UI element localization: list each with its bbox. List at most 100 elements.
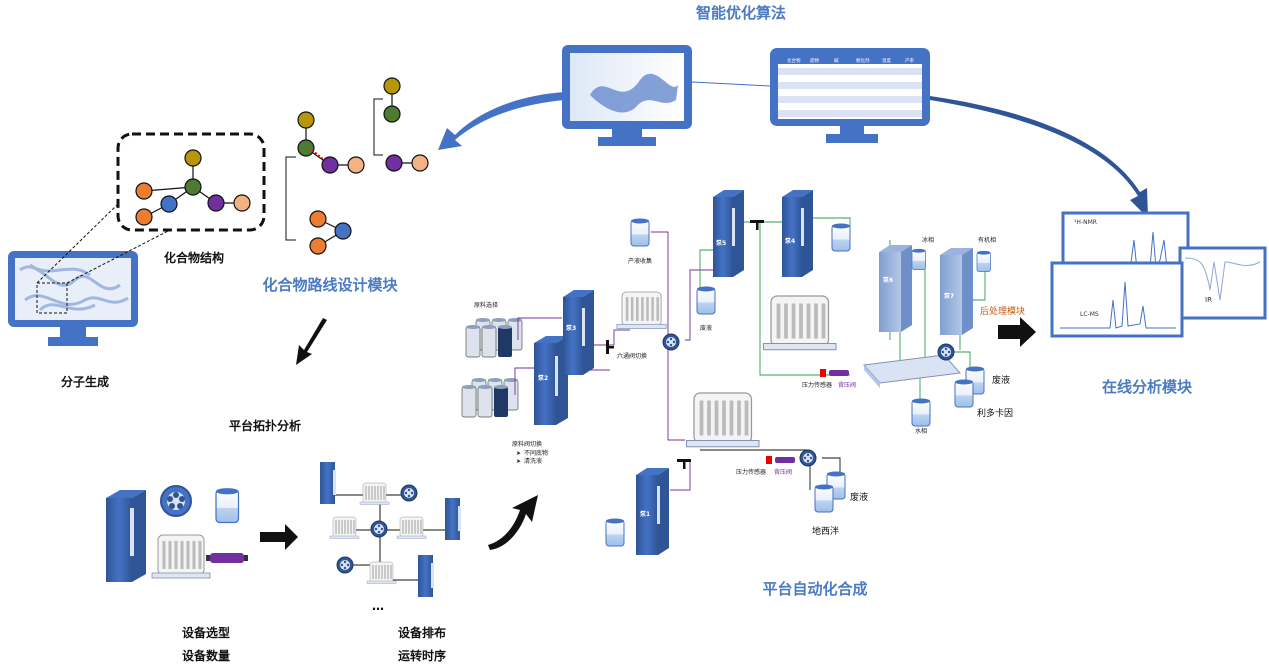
layout-pump-3 — [418, 555, 434, 597]
t-junction-1 — [750, 220, 764, 230]
pump-2: 泵2 — [534, 336, 568, 425]
layout-pump-1 — [320, 462, 336, 504]
lcms-label: LC-MS — [1080, 311, 1099, 318]
back-pressure-icon-selection — [206, 553, 248, 563]
synthesis-title: 平台自动化合成 — [762, 580, 867, 598]
six-way-valve-label: 六通阀切换 — [617, 352, 647, 360]
raw-material-bottles-1 — [465, 318, 523, 358]
vial-pump4-feed — [831, 223, 851, 252]
pump-5-label: 泵5 — [716, 239, 726, 247]
zoom-line-1 — [36, 203, 119, 284]
layout-valve-1 — [400, 484, 418, 502]
spectrum-lcms: LC-MS — [1050, 261, 1184, 338]
valve-six-way — [662, 333, 680, 351]
route-design-title: 化合物路线设计模块 — [262, 276, 398, 294]
optimization-monitor-table: 化合物 底物 碱 催化剂 温度 产率 — [770, 48, 930, 143]
t-junction-3 — [677, 459, 691, 469]
online-analysis-title: 在线分析模块 — [1102, 378, 1193, 396]
waste-liquid-label-1: 废液 — [992, 374, 1010, 386]
table-header-4: 催化剂 — [856, 57, 870, 64]
pump-7-label: 泵7 — [944, 292, 954, 300]
valve-separator — [937, 343, 955, 361]
back-pressure-label-2: 背压阀 — [774, 468, 792, 476]
switch-title: 原料阀切换 — [512, 440, 542, 448]
pump-icon-selection — [106, 490, 146, 582]
pump-7: 泵7 — [940, 248, 973, 335]
back-pressure-label-1: 背压阀 — [838, 381, 856, 389]
topology-title: 平台拓扑分析 — [229, 418, 301, 433]
compound-structure-label: 化合物结构 — [164, 250, 224, 265]
monitor-connector — [691, 81, 771, 87]
vial-waste-small — [696, 286, 716, 315]
zoom-line-2 — [66, 229, 171, 284]
raw-materials-label: 原料选择 — [474, 301, 498, 309]
waste-small-label: 废液 — [700, 324, 712, 332]
optimization-title: 智能优化算法 — [696, 4, 786, 22]
layout-reactor-3 — [396, 516, 427, 540]
vial-icon-selection — [215, 487, 240, 524]
switch-item-1: 不同底物 — [524, 449, 548, 457]
switch-item-2: 清洗液 — [524, 457, 542, 465]
device-count-label: 设备数量 — [182, 648, 230, 663]
device-selection-label: 设备选型 — [182, 625, 230, 640]
pump-3: 泵3 — [563, 290, 594, 375]
pump-5: 泵5 — [713, 190, 744, 277]
arrow-to-online-analysis — [930, 96, 1148, 218]
table-header-5: 温度 — [882, 57, 891, 64]
valve-icon-selection — [160, 485, 192, 517]
pump-6: 泵6 — [879, 245, 912, 332]
pump-2-label: 泵2 — [538, 374, 548, 382]
pump-4-label: 泵4 — [785, 237, 795, 245]
arrow-selection-to-layout — [260, 524, 298, 550]
timing-label: 运转时序 — [398, 648, 446, 663]
reactor-icon-selection — [150, 533, 212, 580]
back-pressure-valve-1 — [829, 370, 849, 376]
vial-lidocaine — [954, 379, 974, 408]
optimization-monitor-surface — [562, 45, 692, 146]
organic-phase-label: 有机相 — [978, 236, 996, 244]
route-fragment-2 — [383, 77, 429, 172]
water-phase-label: 水相 — [915, 427, 927, 435]
reactor-lower — [684, 391, 761, 449]
back-pressure-valve-2 — [775, 457, 795, 463]
t-junction-2 — [606, 340, 614, 354]
molecule-monitor — [8, 251, 138, 346]
pressure-sensor-2 — [766, 456, 772, 464]
route-bracket — [285, 156, 296, 241]
vial-product-collect — [630, 218, 650, 247]
layout-ellipsis: … — [372, 599, 384, 613]
pump-4: 泵4 — [782, 190, 813, 277]
pump-1: 泵1 — [636, 468, 669, 555]
waste-liquid-label-2: 废液 — [850, 491, 868, 503]
vial-ice-bath — [911, 248, 926, 270]
valve-lower — [799, 449, 817, 467]
table-header-6: 产率 — [905, 57, 914, 64]
pump-1-label: 泵1 — [640, 510, 650, 518]
arrow-to-synthesis — [488, 495, 538, 550]
reactor-small — [615, 290, 668, 330]
arrow-to-analysis — [998, 317, 1036, 347]
table-header-3: 碱 — [834, 57, 839, 64]
vial-organic-phase — [976, 250, 991, 272]
vial-water-phase — [911, 398, 931, 427]
vial-pump1-feed — [605, 518, 625, 547]
arrow-to-topology — [296, 318, 327, 365]
diazepam-label: 地西泮 — [812, 525, 839, 537]
table-header-2: 底物 — [810, 57, 819, 64]
layout-valve-3 — [336, 556, 354, 574]
ice-bath-label: 冰相 — [922, 236, 934, 244]
route-bracket-2 — [373, 98, 383, 156]
reactor-upper — [761, 294, 838, 352]
route-fragment-1 — [297, 111, 365, 174]
route-fragment-3 — [309, 210, 352, 255]
layout-valve-2 — [370, 520, 388, 538]
pump-6-label: 泵6 — [883, 276, 893, 284]
raw-material-bottles-2 — [461, 378, 519, 418]
ir-label: IR — [1205, 296, 1212, 304]
device-layout-label: 设备排布 — [398, 625, 446, 640]
switch-item-2-bullet: ➤ — [516, 458, 521, 465]
pressure-sensor-label-2: 压力传感器 — [736, 468, 766, 476]
layout-reactor-2 — [329, 516, 360, 540]
product-collect-label: 产液收集 — [628, 257, 652, 265]
